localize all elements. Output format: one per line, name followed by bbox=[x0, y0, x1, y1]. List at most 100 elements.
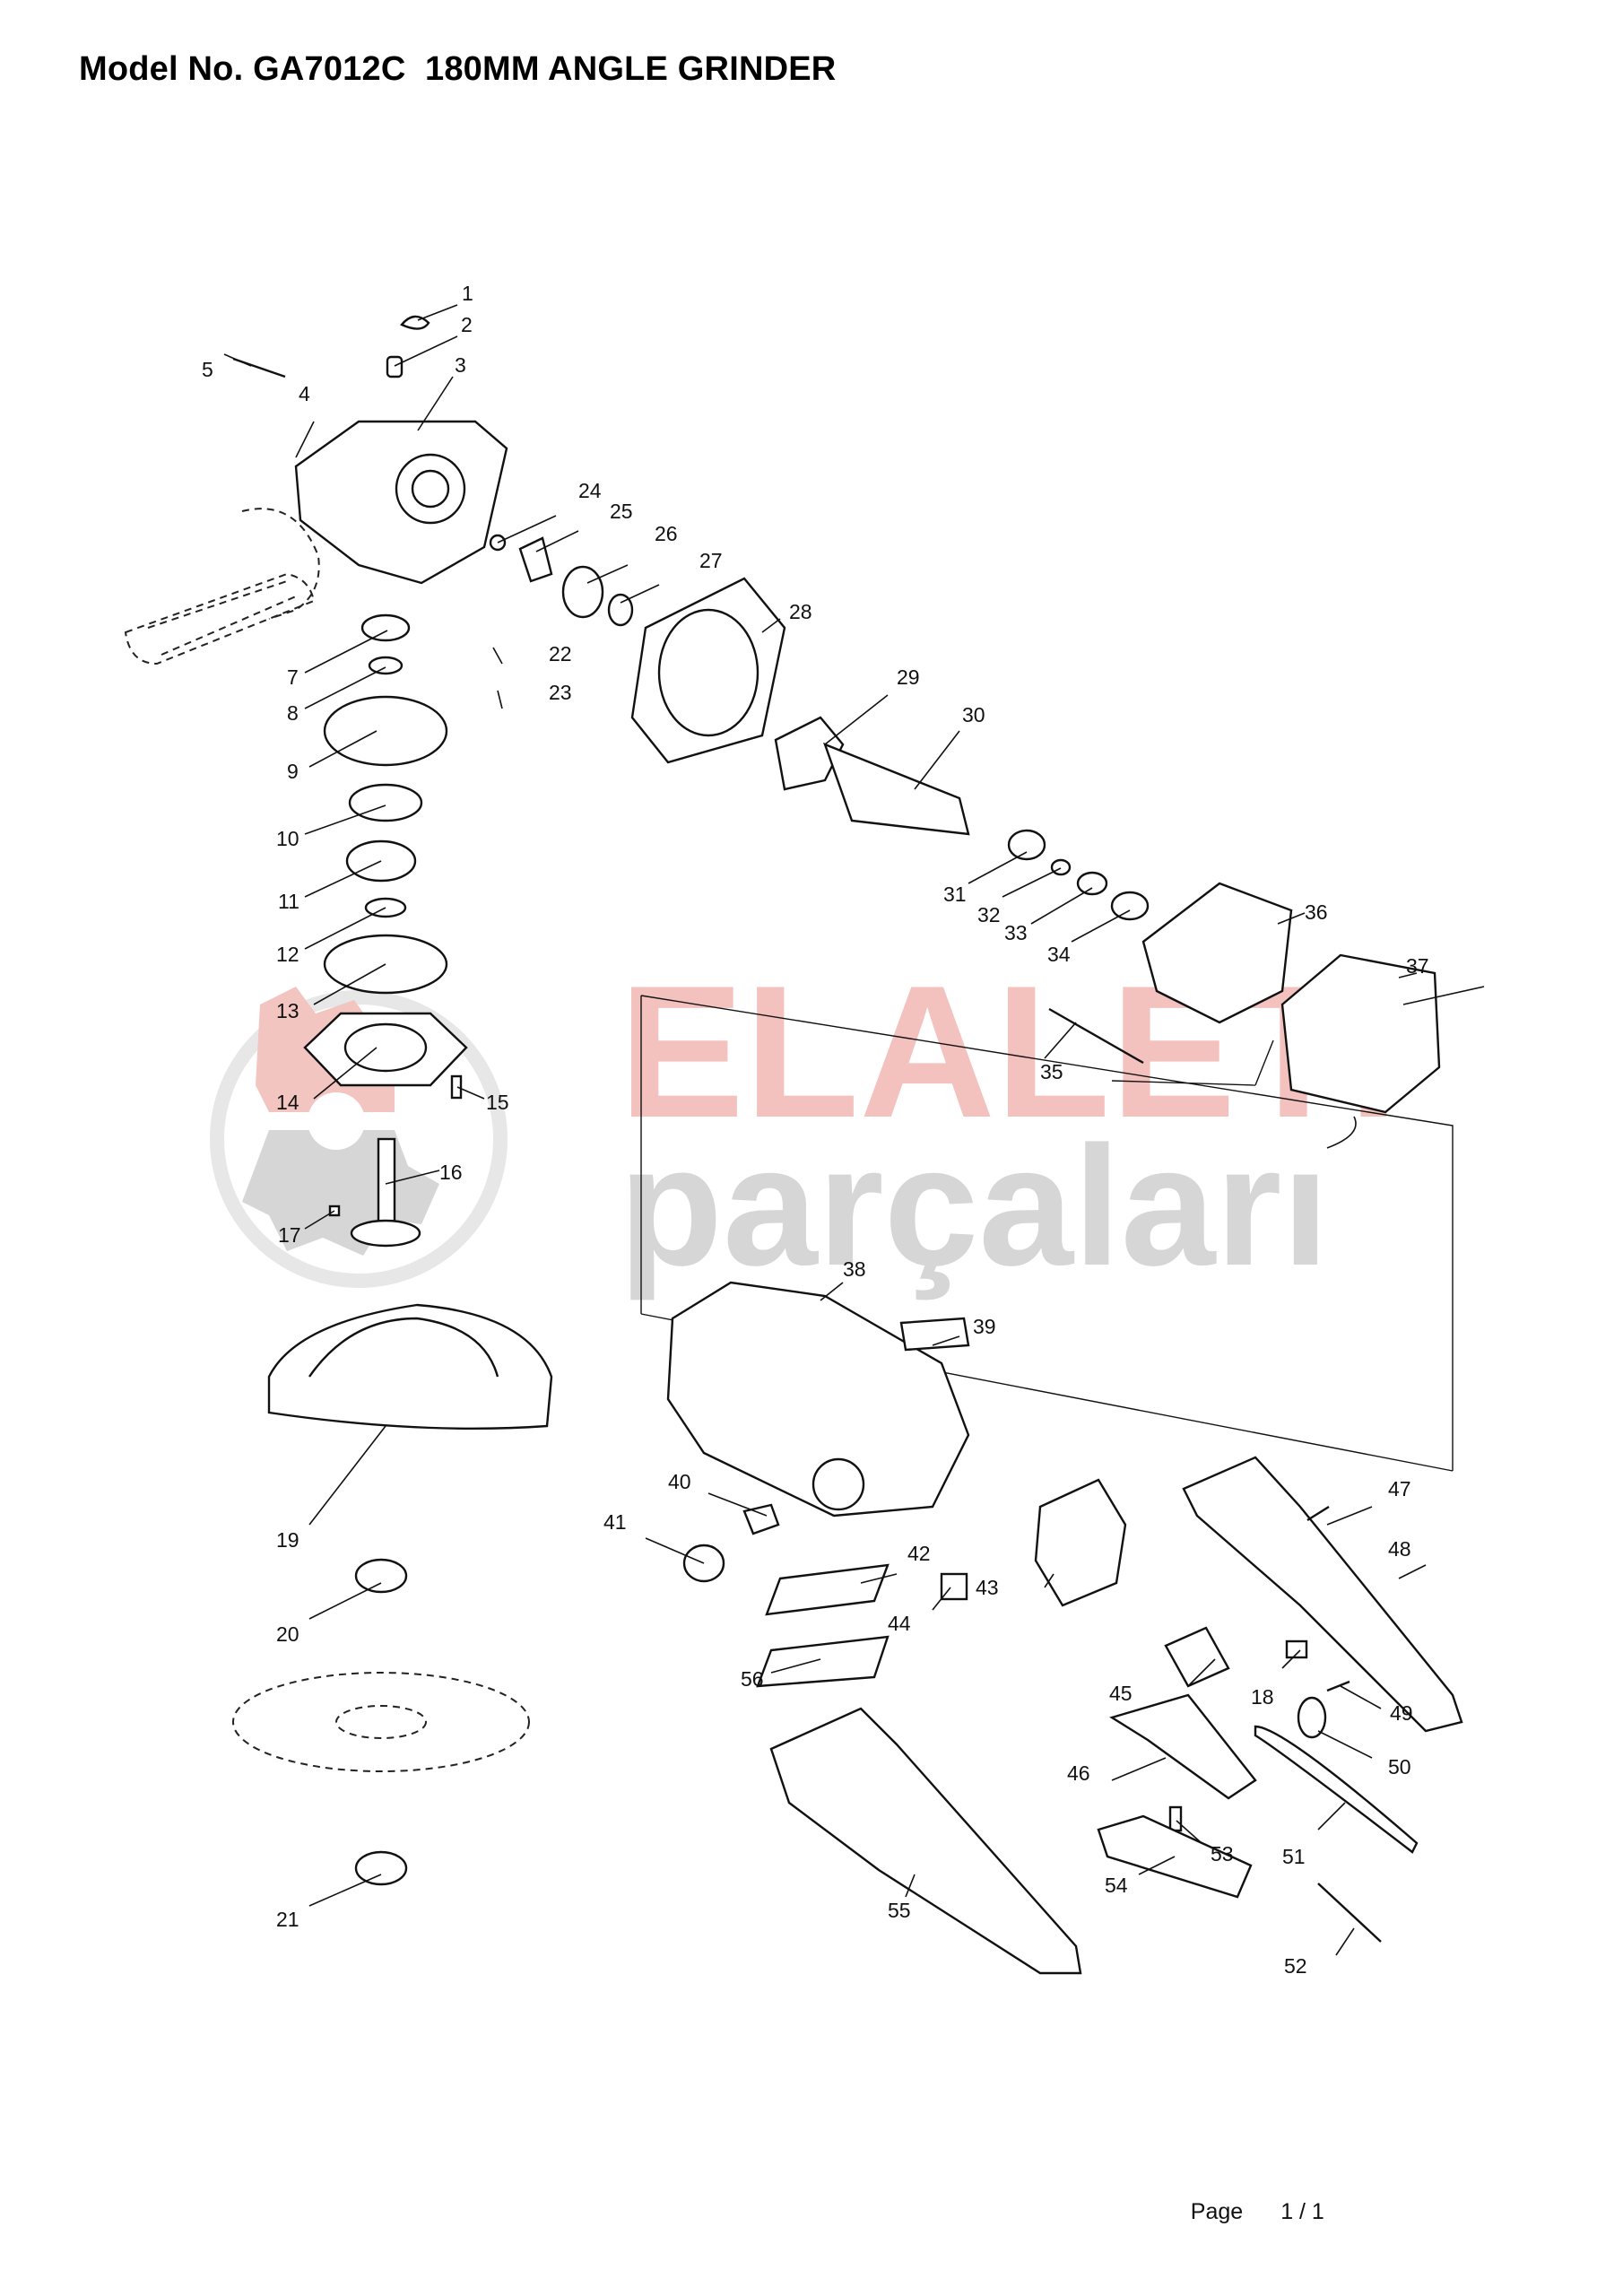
part-8-ring bbox=[368, 656, 404, 675]
motor-group bbox=[666, 716, 1485, 1518]
part-7-bearing bbox=[360, 613, 411, 642]
callout-34: 34 bbox=[1047, 943, 1071, 966]
wheel-group bbox=[232, 1303, 553, 1886]
callout-45: 45 bbox=[1109, 1682, 1133, 1705]
part-49-screw bbox=[1326, 1680, 1350, 1692]
part-35-bolt bbox=[1048, 1007, 1144, 1065]
part-33-bearing bbox=[1076, 871, 1108, 896]
callout-50: 50 bbox=[1388, 1755, 1411, 1779]
part-19-guard-band bbox=[308, 1317, 499, 1378]
callout-20: 20 bbox=[276, 1622, 299, 1646]
callout-14: 14 bbox=[276, 1091, 299, 1114]
page-label: Page bbox=[1190, 2199, 1244, 2224]
callout-1: 1 bbox=[462, 282, 473, 305]
part-53-spring bbox=[1168, 1805, 1183, 1832]
callout-22: 22 bbox=[549, 642, 572, 665]
callout-9: 9 bbox=[287, 760, 299, 783]
part-15-screw bbox=[450, 1074, 463, 1100]
callout-52: 52 bbox=[1284, 1954, 1307, 1978]
part-46-switch-lever bbox=[1109, 1693, 1257, 1800]
part-55-rear-cover bbox=[769, 1707, 1082, 1975]
callout-56: 56 bbox=[741, 1667, 764, 1691]
callout-15: 15 bbox=[486, 1091, 509, 1114]
callout-38: 38 bbox=[843, 1257, 866, 1281]
callout-43: 43 bbox=[976, 1576, 999, 1599]
part-10-collar bbox=[348, 783, 423, 822]
part-32-washer bbox=[1050, 858, 1072, 876]
callout-32: 32 bbox=[977, 903, 1001, 926]
callout-13: 13 bbox=[276, 999, 299, 1022]
part-42-sheet bbox=[765, 1563, 890, 1616]
callout-41: 41 bbox=[603, 1510, 627, 1534]
callout-33: 33 bbox=[1004, 921, 1028, 944]
callout-44: 44 bbox=[888, 1612, 911, 1635]
grinding-wheel-phantom bbox=[232, 1672, 530, 1772]
callout-8: 8 bbox=[287, 701, 299, 725]
callout-12: 12 bbox=[276, 943, 299, 966]
part-27-washer bbox=[607, 593, 634, 627]
part-45-switch bbox=[1164, 1626, 1230, 1688]
callout-4: 4 bbox=[299, 382, 310, 405]
grinding-wheel-center bbox=[335, 1705, 427, 1739]
part-14-bore bbox=[343, 1022, 428, 1073]
part-16-flange bbox=[350, 1219, 421, 1248]
watermark-ring bbox=[210, 990, 508, 1288]
callout-2: 2 bbox=[461, 313, 473, 336]
callout-5: 5 bbox=[202, 358, 213, 381]
part-56-sheet bbox=[756, 1635, 890, 1688]
part-48-handle-half bbox=[1182, 1456, 1463, 1733]
part-21-lock-nut bbox=[354, 1850, 408, 1886]
callout-47: 47 bbox=[1388, 1477, 1411, 1500]
part-20-inner-flange bbox=[354, 1558, 408, 1594]
callout-35: 35 bbox=[1040, 1060, 1063, 1083]
callout-7: 7 bbox=[287, 665, 299, 689]
watermark-subtitle: parçaları bbox=[619, 1111, 1329, 1301]
callout-55: 55 bbox=[888, 1899, 911, 1922]
callout-labels: 1 2 3 4 5 7 8 9 10 11 12 13 14 15 16 17 … bbox=[202, 282, 1429, 1978]
callout-27: 27 bbox=[699, 549, 723, 572]
part-18-terminal bbox=[1285, 1639, 1308, 1659]
callout-11: 11 bbox=[278, 890, 299, 913]
part-34-insulator bbox=[1110, 891, 1150, 921]
callout-51: 51 bbox=[1282, 1845, 1306, 1868]
callout-30: 30 bbox=[962, 703, 985, 726]
callout-39: 39 bbox=[973, 1315, 996, 1338]
callout-31: 31 bbox=[943, 883, 967, 906]
part-37-leads bbox=[1326, 986, 1485, 1149]
callout-42: 42 bbox=[907, 1542, 931, 1565]
callout-37: 37 bbox=[1406, 954, 1429, 978]
callout-16: 16 bbox=[439, 1161, 463, 1184]
part-9-bevel-gear bbox=[323, 695, 448, 767]
page-title: Model No. GA7012C 180MM ANGLE GRINDER bbox=[79, 50, 837, 88]
part-50-strain-relief bbox=[1297, 1696, 1327, 1739]
callout-25: 25 bbox=[610, 500, 633, 523]
callout-54: 54 bbox=[1105, 1874, 1128, 1897]
part-30-armature bbox=[822, 742, 970, 836]
callout-40: 40 bbox=[668, 1470, 691, 1493]
callout-26: 26 bbox=[655, 522, 678, 545]
callout-29: 29 bbox=[897, 665, 920, 689]
part-28-bore bbox=[657, 608, 759, 737]
part-40-carbon-brush bbox=[742, 1503, 780, 1535]
callout-48: 48 bbox=[1388, 1537, 1411, 1561]
part-37-field bbox=[1280, 953, 1441, 1114]
callout-10: 10 bbox=[276, 827, 299, 850]
part-44-terminal bbox=[940, 1572, 968, 1601]
callout-53: 53 bbox=[1211, 1842, 1234, 1866]
page-number: 1 / 1 bbox=[1280, 2199, 1324, 2224]
callout-24: 24 bbox=[578, 479, 602, 502]
side-handle-phantom bbox=[124, 508, 320, 665]
part-51-cord-guard bbox=[1254, 1725, 1419, 1854]
assembly-frame bbox=[640, 995, 1454, 1472]
electronics-group bbox=[682, 1478, 1127, 1688]
callout-3: 3 bbox=[455, 353, 466, 377]
part-25-pinion bbox=[518, 536, 553, 583]
part-47-screw bbox=[1306, 1505, 1330, 1522]
gear-housing-group bbox=[232, 315, 786, 764]
callout-17: 17 bbox=[278, 1223, 301, 1247]
leader-lines bbox=[223, 304, 1427, 1956]
callout-28: 28 bbox=[789, 600, 812, 623]
part-31-bearing bbox=[1007, 829, 1046, 861]
part-52-cord bbox=[1317, 1883, 1382, 1943]
